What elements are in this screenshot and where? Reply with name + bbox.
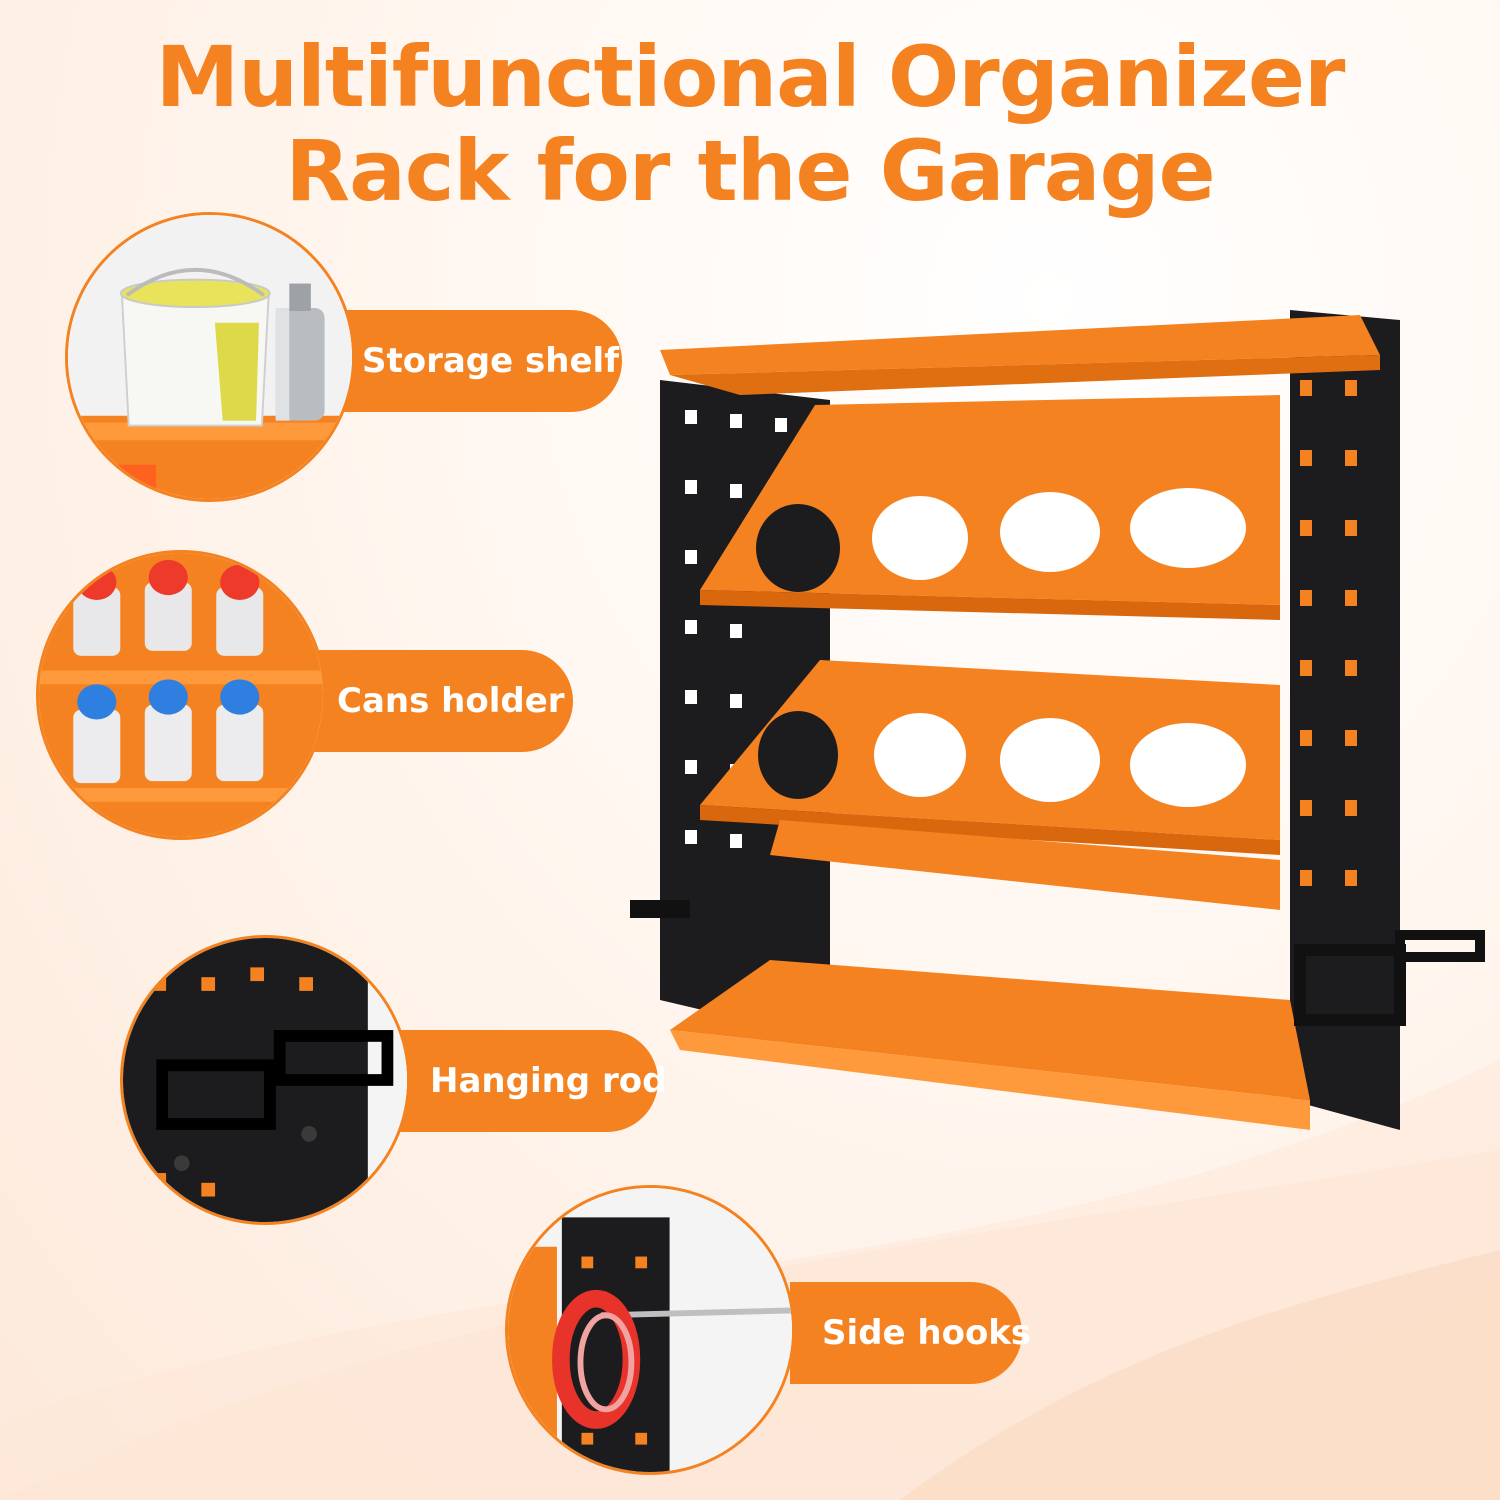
tape-hook-icon xyxy=(508,1188,792,1472)
paint-bucket-icon xyxy=(68,215,352,499)
spray-cans-icon xyxy=(39,553,323,837)
feature-bubble-hanging-rod xyxy=(120,935,410,1225)
organizer-rack-image xyxy=(620,300,1490,1150)
feature-pill-hanging-rod: Hanging rod xyxy=(398,1030,666,1132)
feature-bubble-cans-holder xyxy=(36,550,326,840)
feature-pill-cans-holder: Cans holder xyxy=(305,650,573,752)
headline-line-1: Multifunctional Organizer xyxy=(155,28,1346,126)
headline-line-2: Rack for the Garage xyxy=(285,122,1215,220)
feature-pill-storage-shelf: Storage shelf xyxy=(330,310,622,412)
feature-label: Hanging rod xyxy=(430,1061,667,1101)
feature-label: Cans holder xyxy=(337,681,565,721)
feature-label: Storage shelf xyxy=(362,341,619,381)
feature-bubble-side-hooks xyxy=(505,1185,795,1475)
hanging-rod-icon xyxy=(123,938,407,1222)
feature-label: Side hooks xyxy=(822,1313,1032,1353)
feature-pill-side-hooks: Side hooks xyxy=(790,1282,1031,1384)
rack-illustration xyxy=(630,310,1485,1130)
headline: Multifunctional Organizer Rack for the G… xyxy=(0,30,1500,218)
feature-bubble-storage-shelf xyxy=(65,212,355,502)
